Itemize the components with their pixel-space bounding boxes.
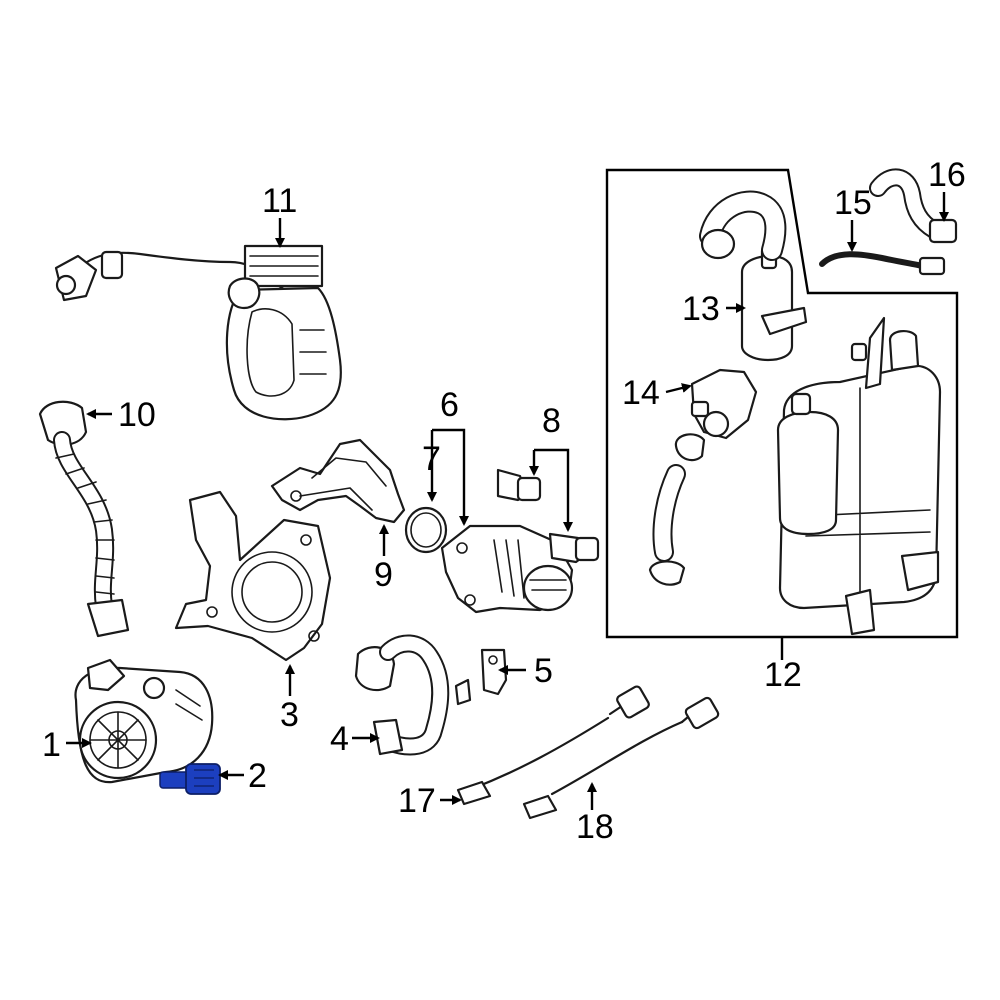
part-3-heat-shield[interactable] bbox=[174, 490, 332, 662]
part-17-sensor[interactable] bbox=[456, 685, 650, 806]
part-8-bolts[interactable] bbox=[496, 468, 600, 564]
callout-17: 17 bbox=[398, 782, 436, 820]
callout-14: 14 bbox=[622, 374, 660, 412]
part-13-hose[interactable] bbox=[699, 190, 787, 261]
callout-16: 16 bbox=[928, 156, 966, 194]
callout-13: 13 bbox=[682, 290, 720, 328]
callout-3: 3 bbox=[280, 696, 299, 734]
callout-12: 12 bbox=[764, 656, 802, 694]
leader-lines bbox=[66, 192, 949, 810]
callout-18: 18 bbox=[576, 808, 614, 846]
part-10-hose[interactable] bbox=[38, 400, 130, 638]
callout-1: 1 bbox=[42, 726, 61, 764]
part-14-valve[interactable] bbox=[648, 368, 758, 586]
part-2-connector[interactable] bbox=[159, 763, 221, 795]
part-9-bracket[interactable] bbox=[270, 438, 406, 524]
callout-11: 11 bbox=[262, 182, 297, 220]
part-5-sensor[interactable] bbox=[480, 648, 508, 696]
part-12-canister[interactable] bbox=[776, 316, 942, 636]
part-11-valve[interactable] bbox=[54, 244, 342, 421]
callout-labels: 1 2 3 4 5 6 7 8 9 10 11 12 13 14 15 16 1… bbox=[42, 156, 966, 846]
part-1-air-pump[interactable] bbox=[74, 658, 214, 784]
part-4-hose[interactable] bbox=[354, 634, 472, 756]
callout-10: 10 bbox=[118, 396, 156, 434]
callout-2: 2 bbox=[248, 757, 267, 795]
callout-9: 9 bbox=[374, 556, 393, 594]
group-box-12 bbox=[605, 168, 959, 639]
callout-5: 5 bbox=[534, 652, 553, 690]
callout-8: 8 bbox=[542, 402, 561, 440]
part-6-valve[interactable] bbox=[440, 524, 574, 614]
part-15-line[interactable] bbox=[819, 251, 946, 276]
part-16-hose[interactable] bbox=[869, 168, 958, 244]
part-13-purge-valve[interactable] bbox=[740, 246, 808, 362]
part-18-sensor[interactable] bbox=[522, 696, 720, 820]
callout-6: 6 bbox=[440, 386, 459, 424]
callout-4: 4 bbox=[330, 720, 349, 758]
callout-15: 15 bbox=[834, 184, 872, 222]
callout-7: 7 bbox=[422, 440, 441, 478]
part-7-o-ring[interactable] bbox=[404, 506, 448, 554]
